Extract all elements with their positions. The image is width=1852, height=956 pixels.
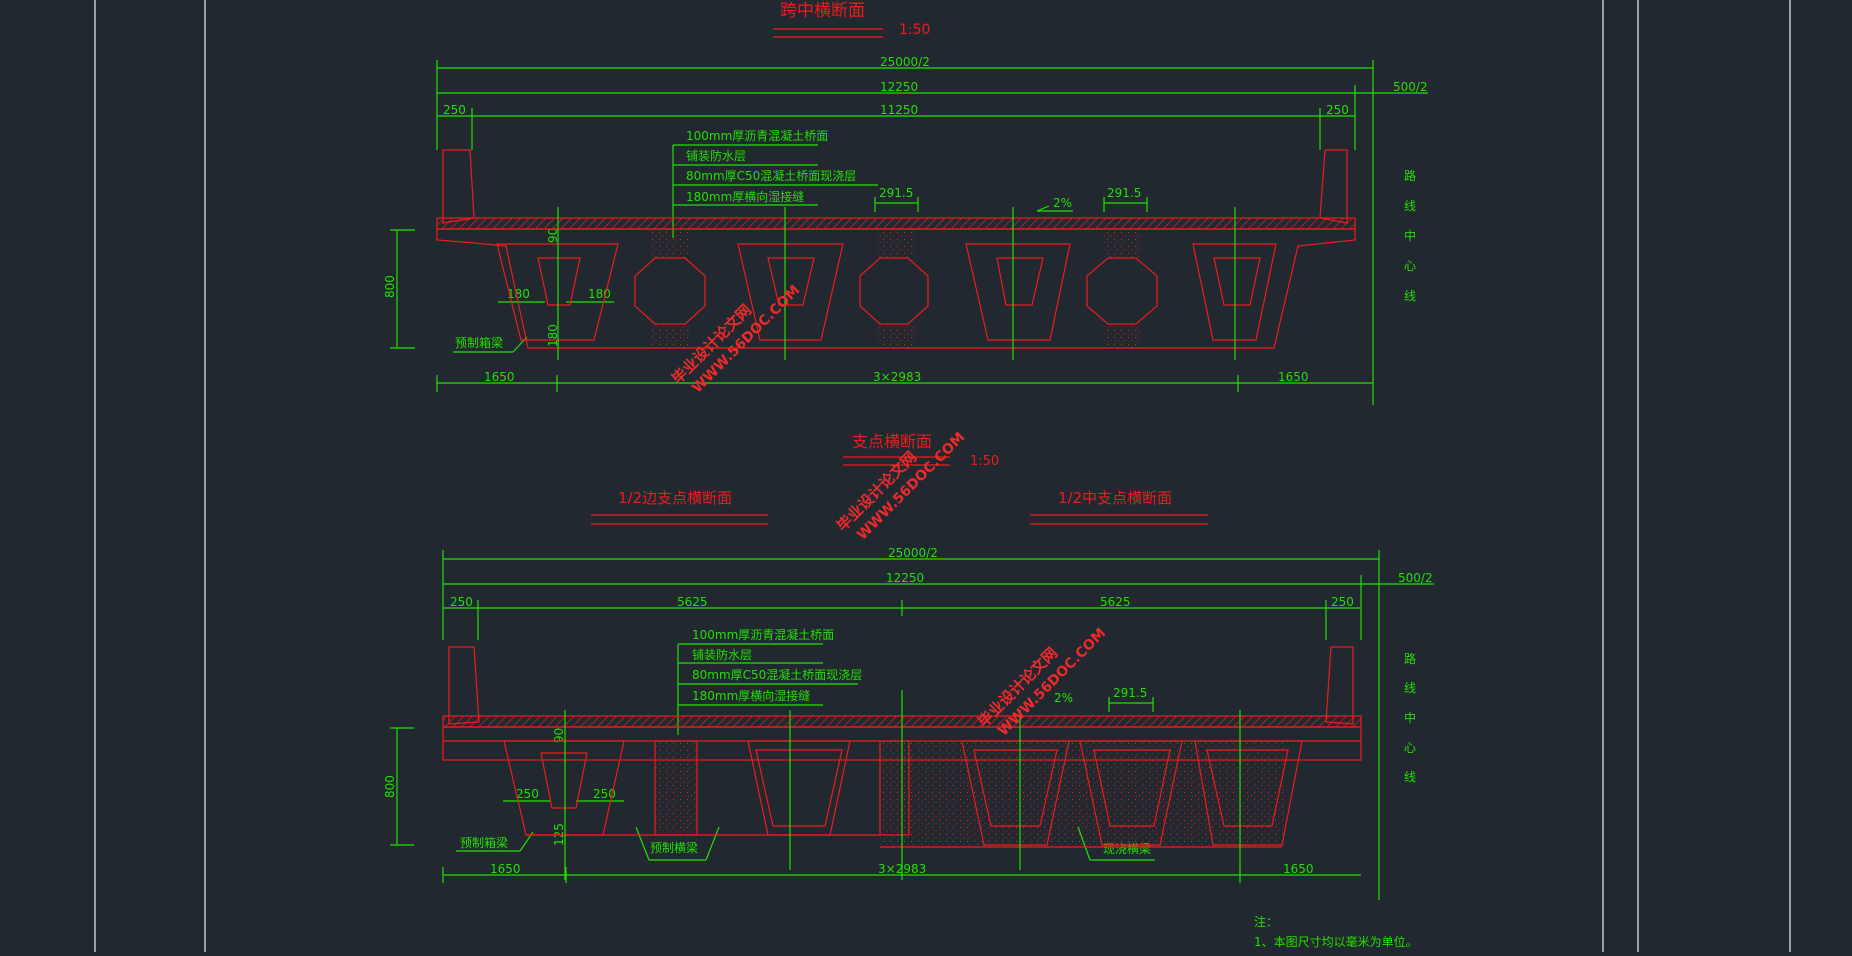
layer-1-top: 100mm厚沥青混凝土桥面 (686, 128, 828, 143)
layer-callouts-bottom: 100mm厚沥青混凝土桥面 铺装防水层 80mm厚C50混凝土桥面现浇层 180… (456, 627, 1155, 861)
label-precast-diaphragm: 预制横梁 (650, 840, 698, 855)
centerline-char-4-top: 心 (1404, 259, 1416, 273)
centerline-char-1-top: 路 (1404, 168, 1416, 183)
layer-2-top: 铺装防水层 (686, 148, 746, 163)
title-edge-support: 1/2边支点横断面 (618, 489, 732, 507)
dim-bottom-slab-top: 180 (546, 324, 560, 347)
label-box-girder-top: 预制箱梁 (455, 335, 503, 350)
centerline-char-5-top: 线 (1404, 289, 1416, 303)
dim-total-bottom: 25000/2 (888, 546, 938, 560)
layer-1-bottom: 100mm厚沥青混凝土桥面 (692, 627, 834, 642)
scale-support: 1:50 (970, 454, 999, 469)
dim-flange-top: 90 (546, 228, 560, 243)
centerline-char-1-bottom: 路 (1404, 651, 1416, 666)
dim-web-bottom: 250 (516, 787, 539, 801)
dim-height-top: 800 (383, 275, 397, 298)
centerline-char-3-bottom: 中 (1404, 710, 1416, 725)
title-support: 支点横断面 1:50 1/2边支点横断面 1/2中支点横断面 (591, 432, 1208, 525)
dim-right-half-bottom: 5625 (1100, 595, 1131, 609)
dim-mid-top: 11250 (880, 103, 918, 117)
centerline-char-2-bottom: 线 (1404, 681, 1416, 695)
dim-flange-bottom: 90 (552, 728, 566, 743)
layer-4-top: 180mm厚横向湿接缝 (686, 189, 804, 204)
dim-bottom-mid-top: 3×2983 (873, 370, 921, 384)
title-top: 跨中横断面 1:50 (773, 1, 930, 38)
scale-top: 1:50 (899, 22, 930, 38)
layer-3-top: 80mm厚C50混凝土桥面现浇层 (686, 168, 856, 183)
centerline-char-3-top: 中 (1404, 228, 1416, 243)
dim-edge-left-top: 250 (443, 103, 466, 117)
layer-callouts-top: 100mm厚沥青混凝土桥面 铺装防水层 80mm厚C50混凝土桥面现浇层 180… (453, 128, 878, 353)
dim-web-top: 180 (507, 287, 530, 301)
notes: 注： 1、本图尺寸均以毫米为单位。 (1254, 914, 1418, 949)
title-support-section: 支点横断面 (852, 432, 932, 451)
top-dimensions: 25000/2 12250 500/2 250 11250 250 1650 3… (383, 55, 1428, 405)
dim-web-right-top: 180 (588, 287, 611, 301)
dim-edge-right-bottom: 250 (1331, 595, 1354, 609)
centerline-char-2-top: 线 (1404, 199, 1416, 213)
dim-web-right-bottom: 250 (593, 787, 616, 801)
centerline-label-top: 路 线 中 心 线 (1404, 168, 1416, 303)
dim-median-top: 500/2 (1393, 80, 1428, 94)
layer-2-bottom: 铺装防水层 (692, 647, 752, 662)
notes-line-1: 1、本图尺寸均以毫米为单位。 (1254, 934, 1418, 949)
label-box-girder-bottom: 预制箱梁 (460, 835, 508, 850)
dim-bottom-left-top: 1650 (484, 370, 515, 384)
drawing-frame (94, 0, 1791, 952)
dim-total-top: 25000/2 (880, 55, 930, 69)
dim-width-top: 12250 (880, 80, 918, 94)
dim-edge-right-top: 250 (1326, 103, 1349, 117)
structure-bottom (442, 646, 1362, 880)
centerline-label-bottom: 路 线 中 心 线 (1404, 651, 1416, 784)
title-middle-support: 1/2中支点横断面 (1058, 489, 1172, 507)
slope-bottom: 2% (1054, 691, 1073, 705)
dim-bottom-right-bottom: 1650 (1283, 862, 1314, 876)
dim-median-bottom: 500/2 (1398, 571, 1433, 585)
dim-hinge-bottom: 291.5 (1113, 686, 1147, 700)
dim-bottom-left-bottom: 1650 (490, 862, 521, 876)
dim-bottom-right-top: 1650 (1278, 370, 1309, 384)
layer-3-bottom: 80mm厚C50混凝土桥面现浇层 (692, 667, 862, 682)
dim-edge-left-bottom: 250 (450, 595, 473, 609)
title-midspan: 跨中横断面 (780, 1, 865, 21)
slope-top: 2% (1053, 196, 1072, 210)
dim-hinge-2-top: 291.5 (1107, 186, 1141, 200)
dim-left-half-bottom: 5625 (677, 595, 708, 609)
dim-width-bottom: 12250 (886, 571, 924, 585)
layer-4-bottom: 180mm厚横向湿接缝 (692, 688, 810, 703)
centerline-char-5-bottom: 线 (1404, 770, 1416, 784)
structure-top (436, 149, 1356, 360)
dim-hinge-1-top: 291.5 (879, 186, 913, 200)
centerline-char-4-bottom: 心 (1404, 741, 1416, 755)
notes-title: 注： (1254, 914, 1278, 929)
dim-height-bottom: 800 (383, 775, 397, 798)
